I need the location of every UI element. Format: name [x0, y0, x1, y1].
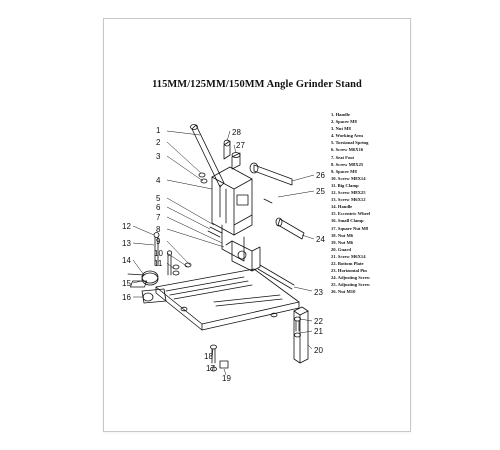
- parts-list-item: 25. Adjusting Screw: [331, 282, 371, 288]
- parts-list-item: 16. Small Clamp: [331, 218, 364, 224]
- callout-8: 8: [156, 225, 161, 234]
- seat-foot-drawing: [225, 240, 261, 272]
- callout-14: 14: [122, 256, 131, 265]
- callout-24: 24: [316, 235, 325, 244]
- callout-12: 12: [122, 222, 131, 231]
- parts-list-item: 3. Nut M8: [331, 126, 351, 132]
- callout-18: 18: [204, 352, 213, 361]
- guard-drawing: [293, 306, 309, 364]
- parts-list-item: 2. Spacer M8: [331, 119, 357, 125]
- parts-list-item: 7. Seat Foot: [331, 154, 355, 160]
- callout-28: 28: [232, 128, 241, 137]
- left-bolts-drawing: [153, 232, 192, 276]
- manual-sheet: 115MM/125MM/150MM Angle Grinder Stand: [103, 18, 411, 432]
- horizontal-pin-drawing: [257, 264, 295, 290]
- parts-list-item: 15. Eccentric Wheel: [331, 211, 371, 217]
- parts-list-item: 24. Adjusting Screw: [331, 275, 371, 281]
- callout-2: 2: [156, 138, 161, 147]
- parts-list-item: 11. Big Clamp: [331, 182, 359, 188]
- callout-numbers: 1 2 3 4 5 6 7 8 9 10 11 12 13 14 15 16 1…: [122, 126, 325, 383]
- parts-list-item: 22. Bottom Plate: [331, 260, 364, 266]
- callout-1: 1: [156, 126, 161, 135]
- parts-list-item: 23. Horizontal Pin: [331, 268, 367, 274]
- working-arm-drawing: [211, 166, 253, 262]
- parts-list-item: 21. Screw M6X14: [331, 253, 366, 259]
- parts-list-item: 5. Torsional Spring: [331, 140, 369, 146]
- parts-list-item: 1. Handle: [331, 112, 350, 117]
- callout-19: 19: [222, 374, 231, 383]
- parts-list-item: 26. Nut M10: [331, 289, 356, 295]
- parts-list-item: 12. Screw M8X25: [331, 190, 366, 196]
- parts-list-item: 14. Handle: [331, 204, 353, 210]
- handle-drawing: [190, 124, 225, 188]
- callout-10: 10: [154, 249, 163, 258]
- clamp-drawing: [127, 270, 167, 304]
- callout-25: 25: [316, 187, 325, 196]
- callout-15: 15: [122, 279, 131, 288]
- right-screws-drawing: [294, 316, 301, 338]
- callout-4: 4: [156, 176, 161, 185]
- leader-lines: [132, 130, 315, 376]
- callout-3: 3: [156, 152, 161, 161]
- parts-list-item: 8. Screw M8X25: [331, 161, 364, 167]
- callout-11: 11: [154, 259, 163, 268]
- parts-list-item: 10. Screw M8X14: [331, 175, 366, 181]
- callout-9: 9: [156, 237, 161, 246]
- bottom-nuts-drawing: [210, 344, 229, 372]
- callout-13: 13: [122, 239, 131, 248]
- parts-list-item: 19. Nut M6: [331, 239, 354, 245]
- callout-5: 5: [156, 194, 161, 203]
- parts-list-item: 18. Nut M6: [331, 232, 354, 238]
- bottom-plate-drawing: [130, 268, 300, 331]
- callout-16: 16: [122, 293, 131, 302]
- callout-27: 27: [236, 141, 245, 150]
- callout-6: 6: [156, 203, 161, 212]
- callout-23: 23: [314, 288, 323, 297]
- callout-22: 22: [314, 317, 323, 326]
- parts-list-item: 13. Screw M6X12: [331, 197, 366, 203]
- parts-list-item: 6. Screw M6X16: [331, 147, 364, 153]
- callout-21: 21: [314, 327, 323, 336]
- parts-list-item: 20. Guard: [331, 246, 351, 252]
- callout-20: 20: [314, 346, 323, 355]
- parts-list-item: 4. Working Arm: [331, 133, 363, 139]
- exploded-diagram: 1 2 3 4 5 6 7 8 9 10 11 12 13 14 15 16 1…: [122, 124, 325, 383]
- parts-list-item: 17. Square Nut M8: [331, 225, 369, 231]
- callout-17: 17: [206, 364, 215, 373]
- adjusting-screws-drawing: [249, 162, 305, 240]
- spacers-drawing: [198, 172, 223, 238]
- sheet-title: 115MM/125MM/150MM Angle Grinder Stand: [152, 79, 362, 90]
- parts-list-item: 9. Spacer M8: [331, 168, 357, 174]
- callout-7: 7: [156, 213, 161, 222]
- callout-26: 26: [316, 171, 325, 180]
